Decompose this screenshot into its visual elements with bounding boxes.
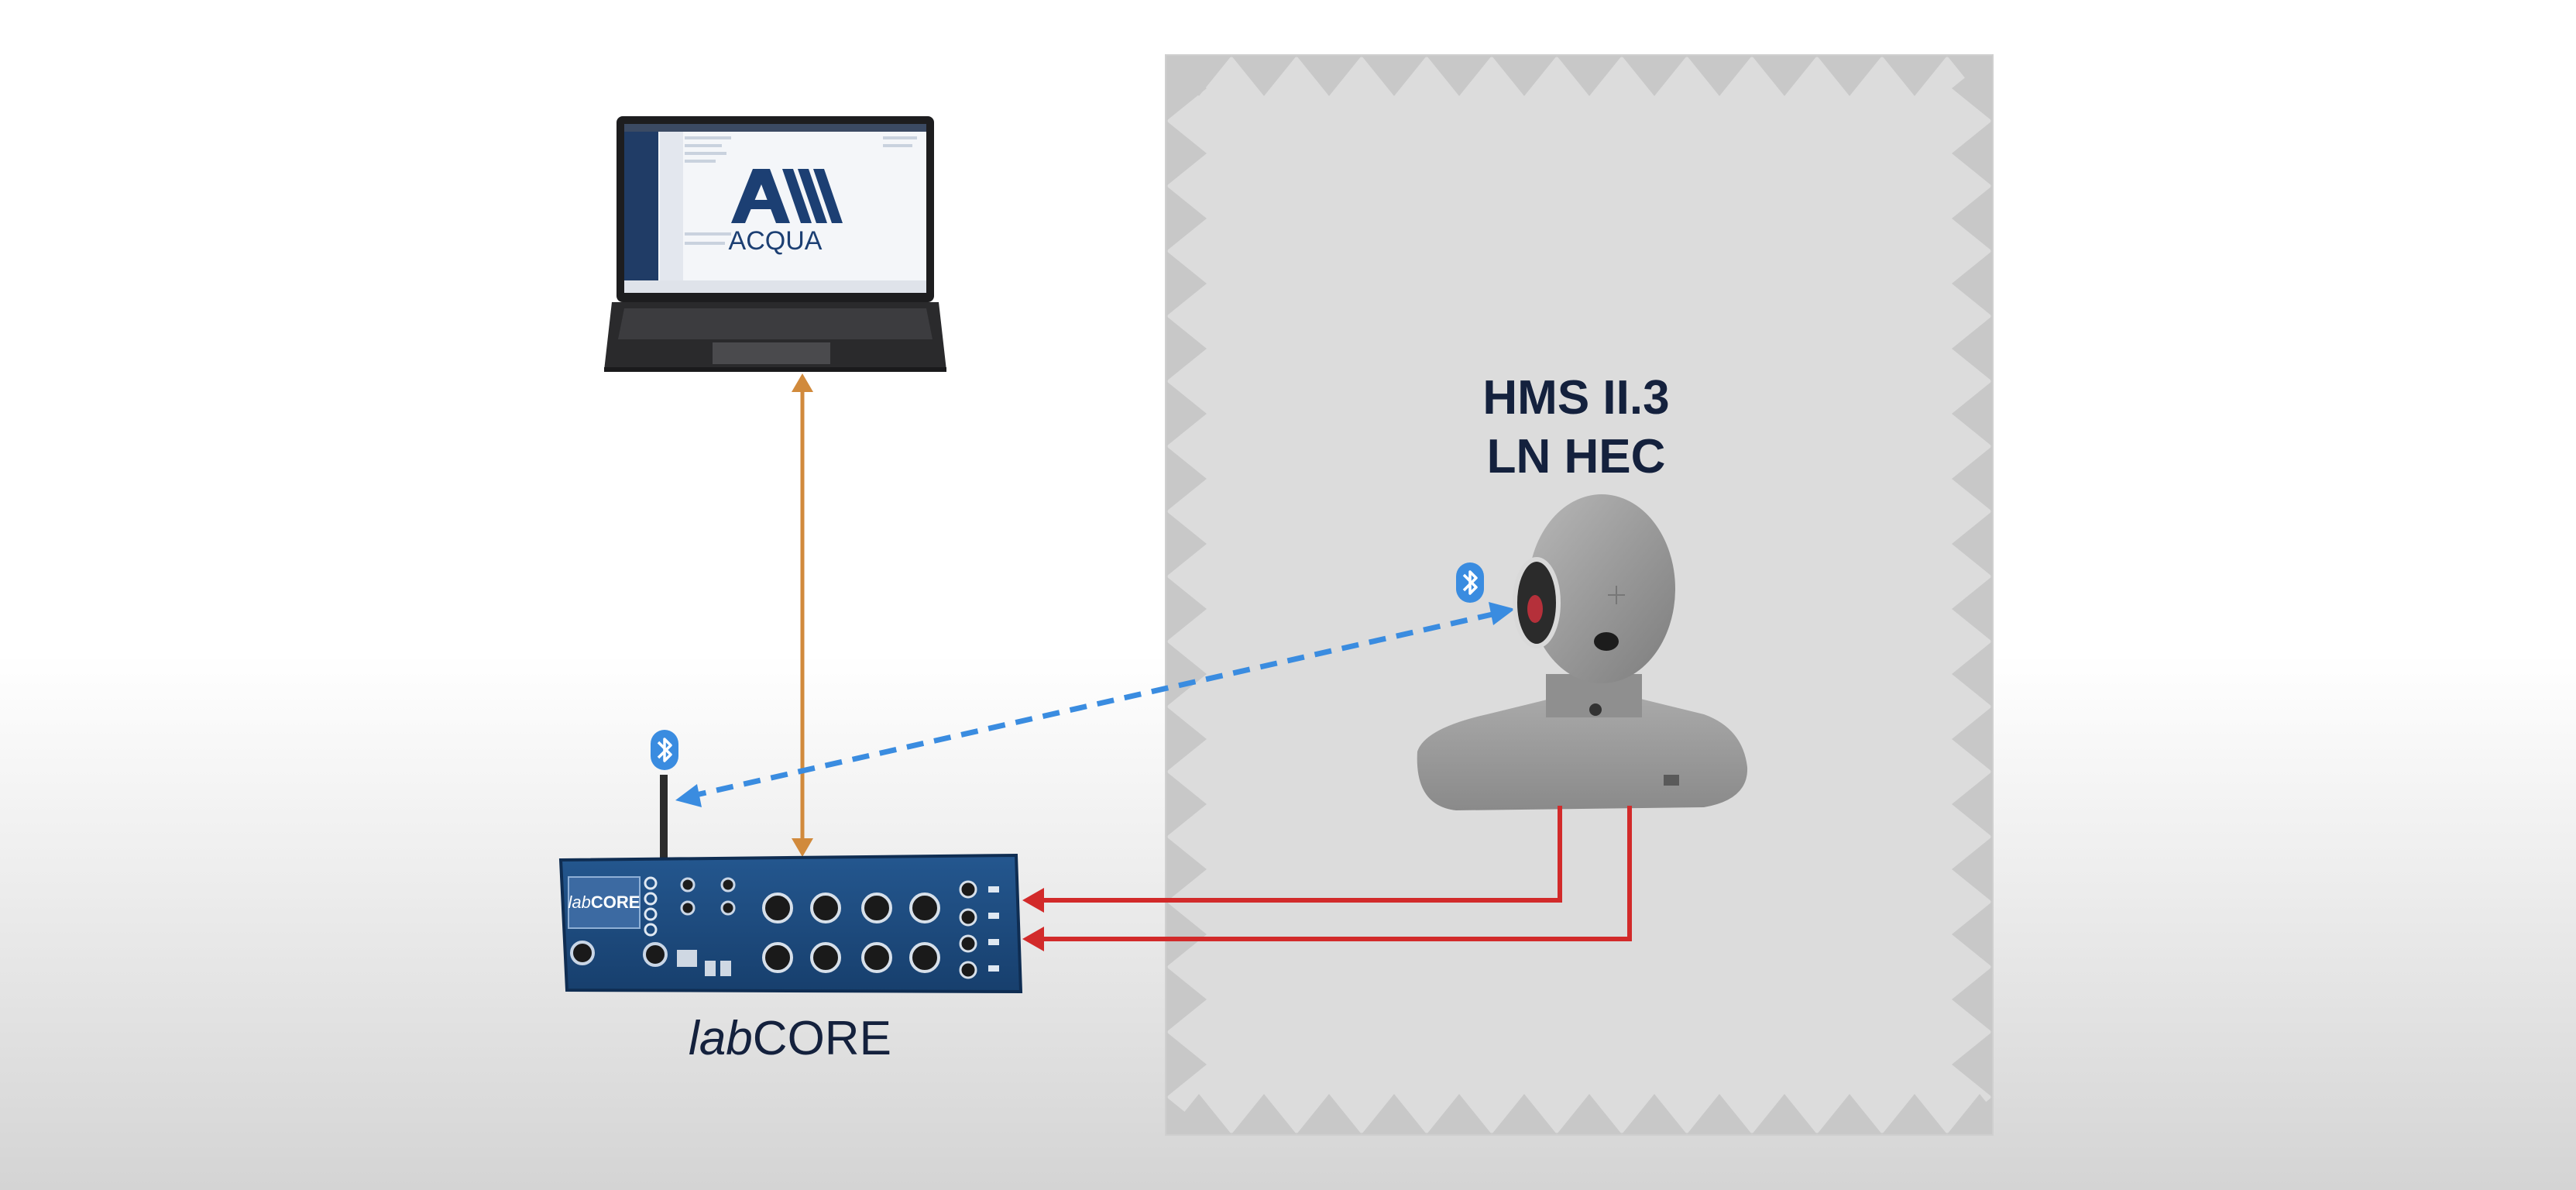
hats-label-line1: HMS II.3 bbox=[1482, 371, 1670, 425]
head-and-torso-simulator bbox=[1417, 494, 1748, 810]
hats-label-line2: LN HEC bbox=[1486, 430, 1666, 483]
analog-link bbox=[1041, 806, 1632, 941]
acqua-logo-text: ACQUA bbox=[729, 226, 823, 256]
usb-link bbox=[792, 373, 813, 857]
labcore-label-prefix: lab bbox=[689, 1012, 753, 1065]
labcore-label-suffix: CORE bbox=[752, 1012, 891, 1065]
bluetooth-icon bbox=[651, 730, 678, 770]
hats-label: HMS II.3 LN HEC bbox=[1417, 369, 1735, 487]
bluetooth-icon bbox=[1456, 562, 1484, 603]
anechoic-chamber bbox=[1165, 54, 1994, 1136]
acqua-logo: ACQUA bbox=[729, 169, 843, 256]
analog-link-arrow bbox=[1022, 888, 1044, 913]
audio-interface-icon: labCORE bbox=[558, 775, 1023, 994]
labcore-label: labCORE bbox=[635, 1011, 945, 1066]
analog-link-arrow bbox=[1022, 927, 1044, 951]
device-screen-text: labCORE bbox=[568, 892, 641, 912]
bluetooth-link bbox=[675, 602, 1515, 807]
laptop-icon: ACQUA bbox=[604, 116, 946, 372]
